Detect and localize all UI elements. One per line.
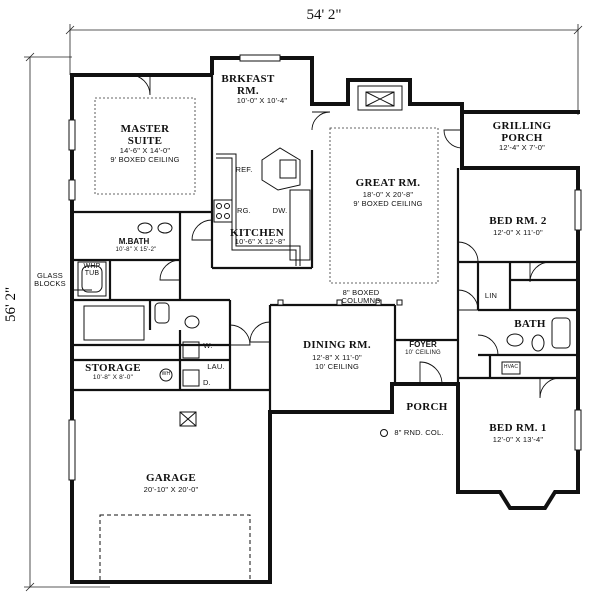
master-bath-name: M.BATH xyxy=(118,237,150,246)
dining-room-name: DINING RM. xyxy=(303,339,371,351)
bed2-size: 12'-0" X 11'-0" xyxy=(493,228,543,237)
foyer-ceiling: 10' CEILING xyxy=(405,350,441,356)
bath-name: BATH xyxy=(514,318,546,330)
porch-name: PORCH xyxy=(406,401,448,413)
boxed-columns xyxy=(277,299,403,437)
round-column-label: 8" RND. COL. xyxy=(394,428,444,437)
hvac-label: HVAC xyxy=(503,364,519,370)
windows xyxy=(68,54,582,481)
dining-room-ceiling: 10' CEILING xyxy=(314,362,360,371)
range-label: RG. xyxy=(237,206,251,215)
bed2-name: BED RM. 2 xyxy=(489,215,547,227)
garage-name: GARAGE xyxy=(145,472,197,484)
laundry-label: LAU. xyxy=(207,362,225,371)
great-room-size: 18'-0" X 20'-8" xyxy=(362,190,414,199)
storage-name: STORAGE xyxy=(85,362,141,374)
master-suite-ceiling: 9' BOXED CEILING xyxy=(110,155,180,164)
kitchen-name: KITCHEN xyxy=(229,227,285,239)
master-suite-size: 14'-6" X 14'-0" xyxy=(119,146,171,155)
washer-label: W. xyxy=(203,341,213,350)
great-room-ceiling: 9' BOXED CEILING xyxy=(353,199,423,208)
water-heater-label: WH xyxy=(161,371,171,377)
bed1-name: BED RM. 1 xyxy=(489,422,547,434)
dryer-label: D. xyxy=(203,378,211,387)
dimension-lines xyxy=(24,24,583,592)
fireplace xyxy=(357,85,403,111)
overall-width-dimension: 54' 2" xyxy=(306,7,342,23)
bath-fixtures xyxy=(77,222,571,352)
boxed-ceiling-outlines xyxy=(94,97,439,284)
dining-room-size: 12'-8" X 11'-0" xyxy=(312,353,362,362)
ref-label: REF. xyxy=(235,165,253,174)
great-room-name: GREAT RM. xyxy=(355,177,421,189)
door-swings xyxy=(72,74,561,399)
linen-label: LIN xyxy=(484,291,498,300)
master-bath-size: 10'-8" X 15'-2" xyxy=(115,247,157,253)
grilling-porch-size: 12'-4" X 7'-0" xyxy=(498,143,546,152)
kitchen-counters xyxy=(213,147,311,266)
garage-size: 20'-10" X 20'-0" xyxy=(143,485,199,494)
overall-depth-dimension: 56' 2" xyxy=(3,286,19,322)
storage-size: 10'-8" X 8'-0" xyxy=(92,374,134,381)
bed1-size: 12'-0" X 13'-4" xyxy=(492,435,544,444)
breakfast-room-size: 10'-0" X 10'-4" xyxy=(236,96,288,105)
kitchen-size: 10'-6" X 12'-8" xyxy=(234,237,286,246)
utility-fixtures xyxy=(159,341,521,387)
garage-details xyxy=(99,411,251,584)
foyer-name: FOYER xyxy=(409,340,437,349)
dishwasher-label: DW. xyxy=(272,206,288,215)
